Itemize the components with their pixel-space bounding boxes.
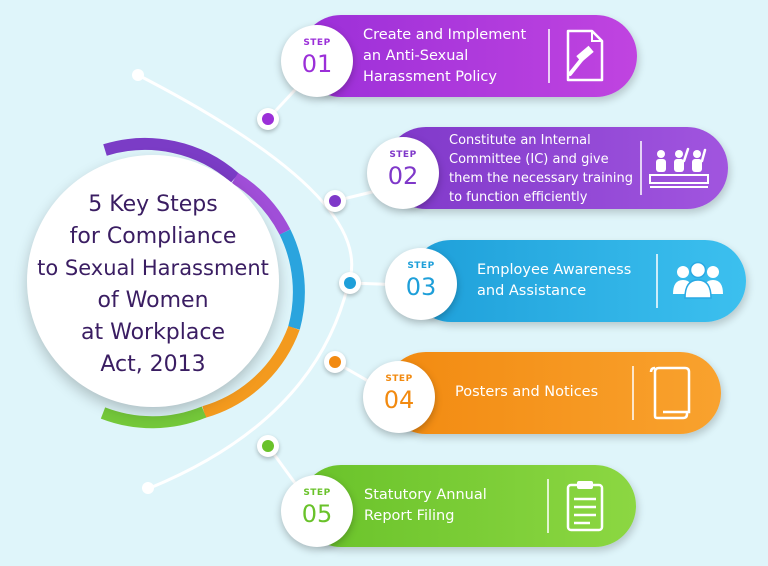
step-5-separator (547, 479, 549, 533)
title-line-1: 5 Key Steps (88, 192, 218, 217)
title-line-2: for Compliance (69, 224, 237, 249)
people-group-icon (673, 261, 723, 299)
step-4-text: Posters and Notices (455, 384, 599, 400)
arc-end-bottom (142, 482, 154, 494)
ring-segment-green (100, 406, 207, 429)
step-3-text: Employee Awareness and Assistance (477, 262, 632, 299)
step-3-separator (656, 254, 658, 308)
step-1-text: Create and Implement an Anti-Sexual Hara… (363, 27, 527, 85)
step-2-badge: STEP 02 (367, 137, 439, 209)
ring-segment-purple (103, 138, 239, 183)
step-3-badge: STEP 03 (385, 248, 457, 320)
step-2-text: Constitute an Internal Committee (IC) an… (449, 133, 634, 205)
title-line-4: of Women (97, 288, 209, 313)
step-1-badge: STEP 01 (281, 25, 353, 97)
node-dot-3 (339, 272, 361, 294)
arc-end-top (132, 69, 144, 81)
title-line-3: to Sexual Harassment (37, 256, 269, 280)
title-line-6: Act, 2013 (100, 352, 206, 377)
committee-meeting-icon (649, 147, 709, 188)
step-1-card: Create and Implement an Anti-Sexual Hara… (300, 15, 637, 97)
ring-segment-blue (279, 229, 305, 330)
title-disc (27, 155, 279, 407)
step-5-badge: STEP 05 (281, 475, 353, 547)
node-dot-1 (257, 108, 279, 130)
policy-document-icon (566, 29, 604, 82)
step-2-card: Constitute an Internal Committee (IC) an… (385, 127, 728, 209)
step-1-separator (548, 29, 550, 83)
step-4-card: Posters and Notices (385, 352, 721, 434)
title-line-5: at Workplace (81, 320, 225, 345)
step-4-badge: STEP 04 (363, 361, 435, 433)
step-5-text: Statutory Annual Report Filing (364, 487, 487, 524)
step-5-card: Statutory Annual Report Filing (300, 465, 636, 547)
clipboard-report-icon (566, 481, 604, 532)
ring-segment-orange (202, 325, 300, 418)
node-dot-2 (324, 190, 346, 212)
ring-segment-violet (231, 172, 291, 235)
node-dot-5 (257, 435, 279, 457)
step-2-separator (640, 141, 642, 195)
node-dot-4 (324, 351, 346, 373)
step-4-separator (632, 366, 634, 420)
step-3-card: Employee Awareness and Assistance (410, 240, 746, 322)
poster-scroll-icon (649, 366, 691, 420)
